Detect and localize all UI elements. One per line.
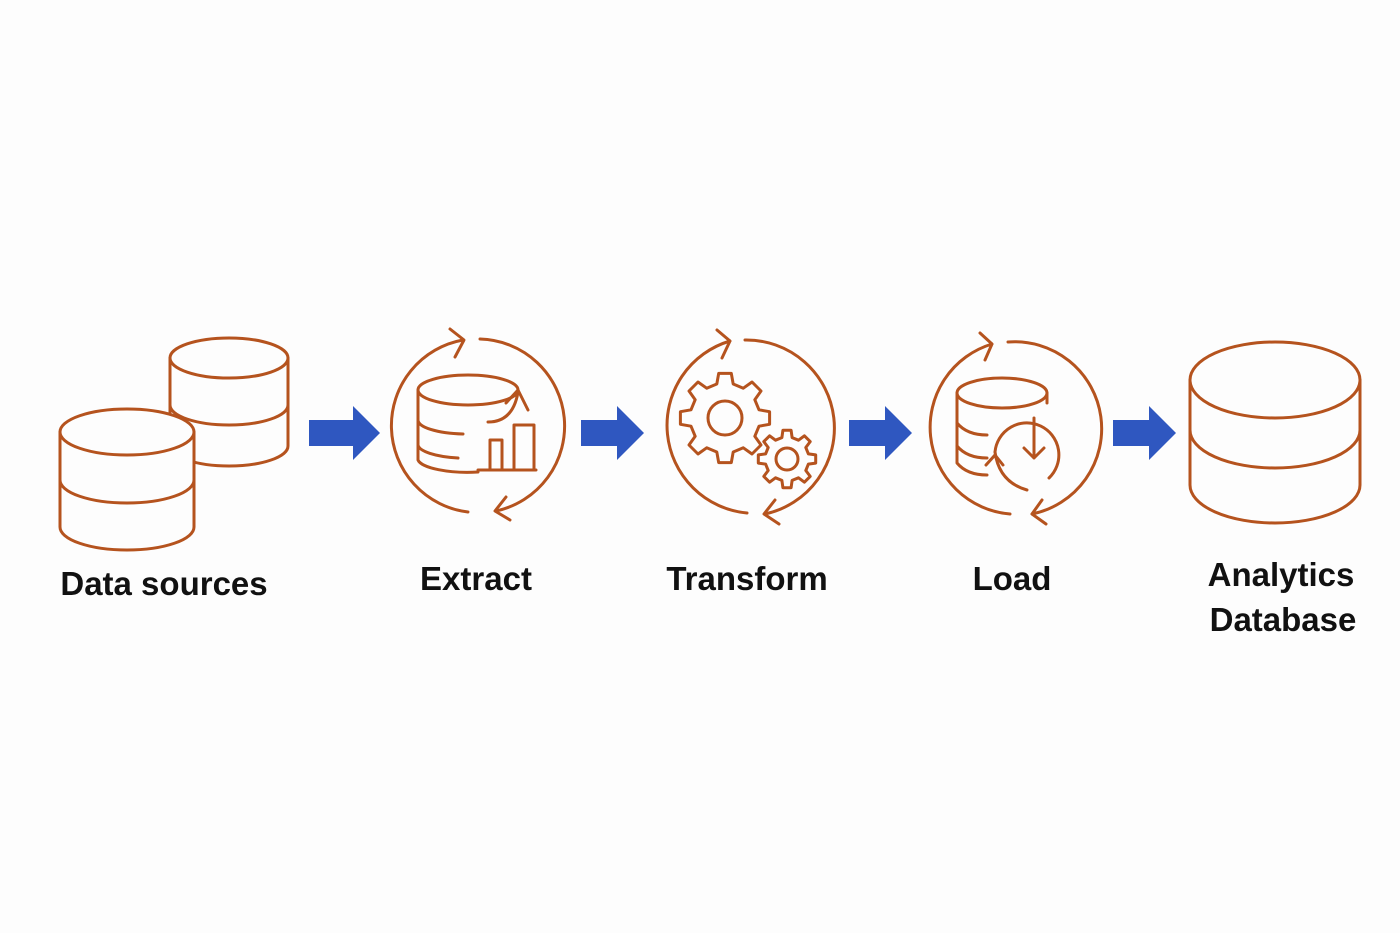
step-label-data-sources: Data sources (60, 565, 268, 602)
step-label-database: Database (1209, 601, 1357, 638)
database-icon (1188, 340, 1362, 525)
database-stack-icon (58, 336, 290, 552)
gears-icon (665, 328, 836, 526)
step-label-analytics: Analytics (1207, 556, 1355, 593)
cycle-arrows-icon (665, 328, 836, 526)
flow-arrow-4 (1113, 406, 1176, 460)
flow-arrow-2 (581, 406, 644, 460)
step-label-transform: Transform (666, 560, 828, 597)
step-label-extract: Extract (420, 560, 532, 597)
flow-arrow-3 (849, 406, 912, 460)
load-database-icon (928, 331, 1104, 526)
flow-arrow-1 (309, 406, 380, 460)
small-gear-icon (756, 428, 818, 490)
cycle-arrows-icon (389, 327, 567, 522)
step-label-load: Load (972, 560, 1052, 597)
extract-database-chart-icon (389, 327, 567, 522)
cycle-arrows-icon (928, 331, 1104, 526)
large-gear-icon (678, 371, 772, 465)
